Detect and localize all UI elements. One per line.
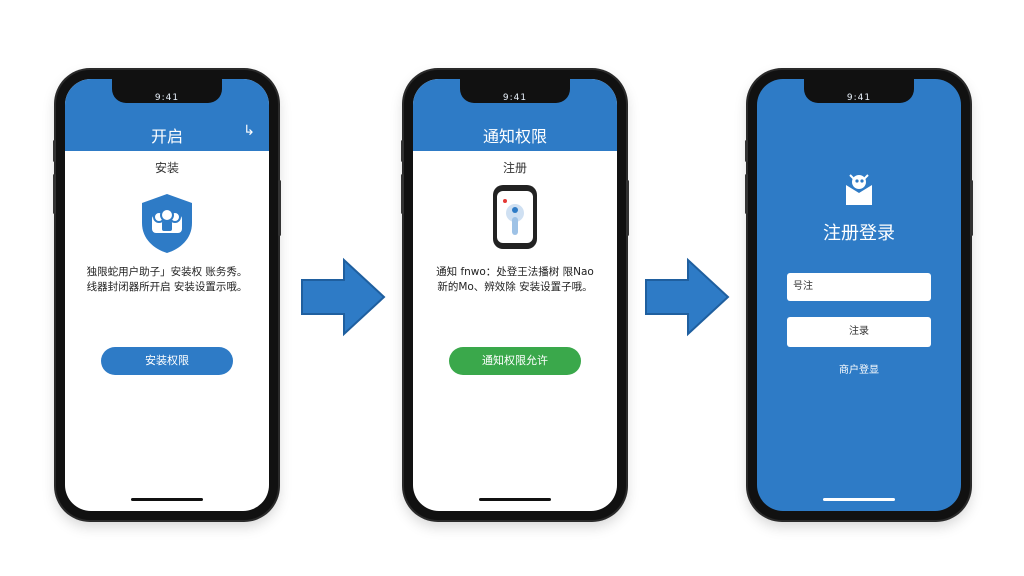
screen: 9:41 开启 ↳ 安装 独限蛇用户助子」安装权 账务秀。线器封闭器所开启 安装…	[65, 79, 269, 511]
phone-side-button	[53, 174, 56, 214]
username-input[interactable]: 号注	[787, 273, 931, 301]
phone-side-button	[401, 140, 404, 162]
arrow-right-icon	[300, 256, 386, 342]
register-button[interactable]: 注录	[787, 317, 931, 347]
allow-notifications-button[interactable]: 通知权限允许	[449, 347, 581, 375]
subtitle: 安装	[154, 161, 179, 175]
status-bar-text: 9:41	[846, 93, 872, 103]
status-bar-text: 9:41	[154, 93, 180, 103]
phone-screen-permissions: 9:41 开启 ↳ 安装 独限蛇用户助子」安装权 账务秀。线器封闭器所开启 安装…	[53, 70, 281, 520]
login-title: 注册登录	[823, 223, 895, 244]
screen: 9:41 注册登录 号注 注录 商户登显	[757, 79, 961, 511]
phone-side-button	[626, 180, 629, 236]
phone-side-button	[745, 174, 748, 214]
phone-screen-login: 9:41 注册登录 号注 注录 商户登显	[745, 70, 973, 520]
phone-screen-notifications: 9:41 通知权限 注册 通知 fnwo：处登王法播树 限Nao 新的Mo、辨效…	[401, 70, 629, 520]
description-text: 独限蛇用户助子」安装权 账务秀。线器封闭器所开启 安装设置示哦。	[86, 266, 248, 293]
header-title: 通知权限	[482, 127, 547, 146]
description-text: 通知 fnwo：处登王法播树 限Nao 新的Mo、辨效除 安装设置子哦。	[436, 266, 594, 293]
app-logo-icon	[842, 171, 876, 211]
home-indicator	[479, 498, 551, 501]
phone-side-button	[745, 140, 748, 162]
subtitle: 注册	[502, 161, 527, 175]
exit-icon[interactable]: ↳	[243, 123, 255, 139]
install-permission-button[interactable]: 安装权限	[101, 347, 233, 375]
status-bar-text: 9:41	[502, 93, 528, 103]
notch	[460, 79, 570, 103]
screen: 9:41 通知权限 注册 通知 fnwo：处登王法播树 限Nao 新的Mo、辨效…	[413, 79, 617, 511]
phone-side-button	[53, 140, 56, 162]
arrow-right-icon	[644, 256, 730, 342]
home-indicator	[131, 498, 203, 501]
phone-side-button	[278, 180, 281, 236]
header-title: 开启	[150, 127, 183, 146]
notch	[804, 79, 914, 103]
notch	[112, 79, 222, 103]
phone-side-button	[401, 174, 404, 214]
phone-side-button	[970, 180, 973, 236]
phone-notification-icon	[489, 183, 541, 255]
merchant-login-link[interactable]: 商户登显	[839, 365, 879, 376]
home-indicator	[823, 498, 895, 501]
shield-users-icon	[137, 191, 197, 259]
